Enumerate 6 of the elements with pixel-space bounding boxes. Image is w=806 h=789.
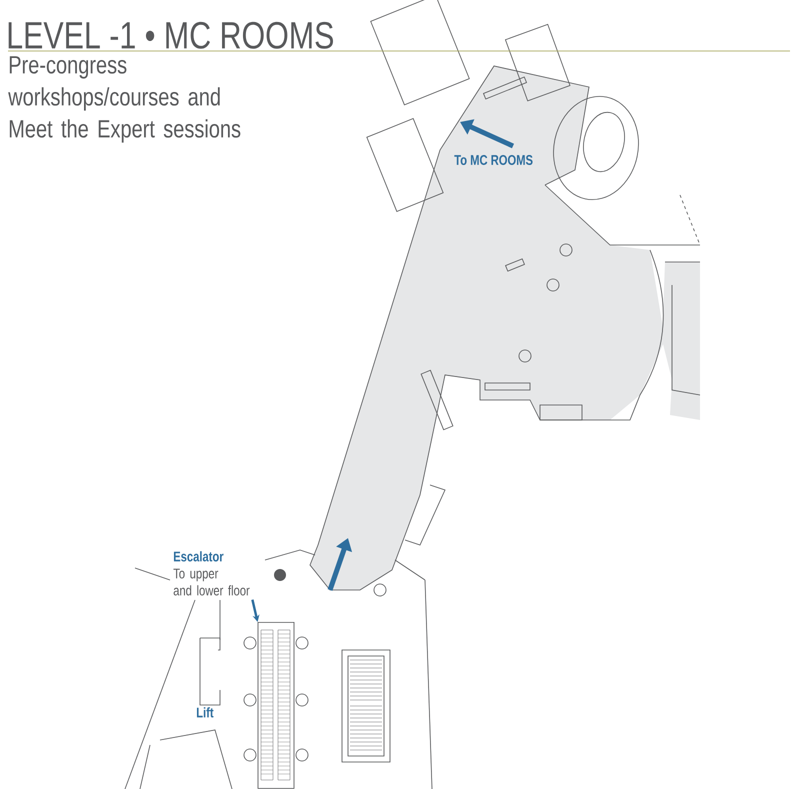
direction-label: To MC ROOMS (454, 155, 533, 165)
escalator-drawing (258, 622, 294, 789)
escalator-label: Escalator To upper and lower floor (173, 551, 250, 596)
title: LEVEL -1 • MC ROOMS (8, 22, 333, 49)
lift-label: Lift (196, 707, 214, 718)
subtitle: Pre-congress workshops/courses and Meet the Expert sessions (8, 56, 240, 143)
